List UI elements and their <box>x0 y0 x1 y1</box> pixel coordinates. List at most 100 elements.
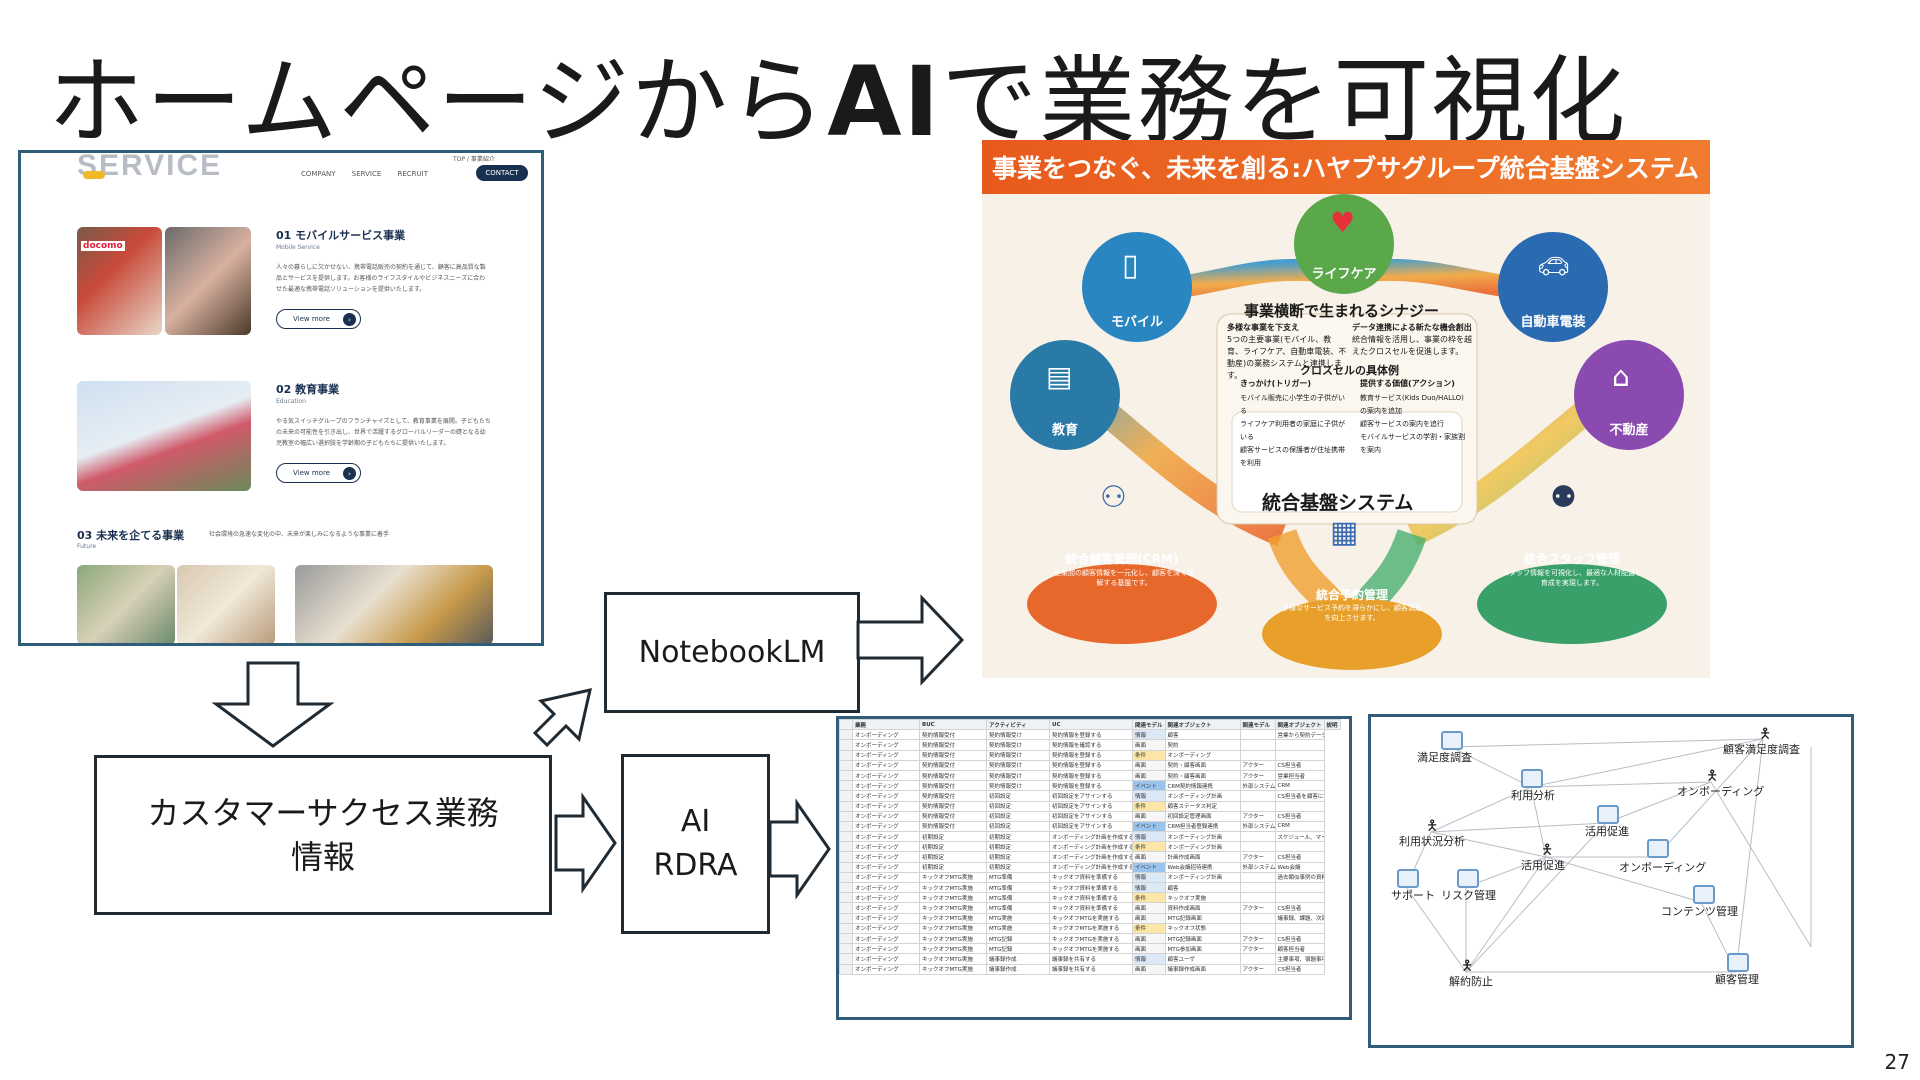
column-header[interactable]: UC <box>1049 719 1133 731</box>
table-cell[interactable]: オンボーディング計画 <box>1164 831 1241 843</box>
nav-recruit[interactable]: RECRUIT <box>397 170 429 178</box>
table-cell[interactable]: 過去類似事例の資料を活用 <box>1274 871 1325 884</box>
table-cell[interactable]: 画面 <box>1132 810 1166 822</box>
table-cell[interactable]: 議事録を共有する <box>1049 953 1133 965</box>
table-cell[interactable]: MTG準備 <box>986 902 1050 914</box>
table-cell[interactable]: 契約情報受け <box>986 729 1050 741</box>
table-cell[interactable]: 顧客担当者 <box>1274 943 1325 955</box>
table-cell[interactable]: 契約情報受付 <box>919 769 987 782</box>
table-cell[interactable]: オンボーディング計画 <box>1164 871 1241 884</box>
table-cell[interactable]: 契約情報受付 <box>919 810 987 822</box>
table-cell[interactable]: アクター <box>1239 759 1276 771</box>
table-cell[interactable]: キックオフMTG実施 <box>919 943 987 955</box>
table-cell[interactable]: 契約情報受付 <box>919 780 987 792</box>
table-cell[interactable]: オンボーディング <box>852 800 920 812</box>
table-cell[interactable]: 初期設定 <box>986 861 1050 873</box>
table-cell[interactable]: オンボーディング計画を作成する <box>1049 841 1133 853</box>
table-cell[interactable]: オンボーディング <box>852 861 920 873</box>
table-cell[interactable]: 契約・顧客画面 <box>1164 759 1241 771</box>
table-cell[interactable]: キックオフ実施 <box>1164 892 1241 904</box>
table-cell[interactable]: CS担当者 <box>1274 902 1325 914</box>
table-cell[interactable]: 情報 <box>1132 871 1166 884</box>
column-header[interactable]: 関連オブジェクト <box>1164 719 1241 731</box>
table-cell[interactable]: 条件 <box>1132 800 1166 812</box>
table-cell[interactable]: 初期設定 <box>919 851 987 863</box>
table-cell[interactable] <box>1274 800 1325 812</box>
column-header[interactable]: 業務 <box>852 719 920 731</box>
table-cell[interactable]: 外部システム <box>1239 861 1276 873</box>
table-cell[interactable]: 画面 <box>1132 902 1166 914</box>
table-cell[interactable]: イベント <box>1132 861 1166 873</box>
table-cell[interactable]: CRM契約情報連携 <box>1164 780 1241 792</box>
table-cell[interactable]: MTG記録 <box>986 943 1050 955</box>
table-cell[interactable]: 条件 <box>1132 922 1166 934</box>
table-cell[interactable]: 初期設定 <box>919 841 987 853</box>
table-cell[interactable]: 初回設定 <box>986 820 1050 833</box>
table-cell[interactable]: オンボーディング <box>852 831 920 843</box>
table-cell[interactable]: 画面 <box>1132 739 1166 751</box>
table-cell[interactable]: 初期設定 <box>919 861 987 873</box>
table-cell[interactable]: 初回設定管理画面 <box>1164 810 1241 822</box>
table-cell[interactable]: 営業から契約データを受け取 <box>1274 729 1325 741</box>
table-cell[interactable]: 契約情報を登録する <box>1049 780 1133 792</box>
table-cell[interactable]: 初回設定 <box>986 790 1050 802</box>
table-cell[interactable]: 顧客 <box>1164 881 1241 894</box>
table-cell[interactable]: 議事録、課題、次回予定 <box>1274 912 1325 924</box>
table-cell[interactable]: キックオフMTGを実施する <box>1049 932 1133 945</box>
column-header[interactable]: BUC <box>919 719 987 731</box>
table-cell[interactable] <box>1274 841 1325 853</box>
table-cell[interactable]: アクター <box>1239 932 1276 945</box>
table-cell[interactable] <box>1274 922 1325 934</box>
table-cell[interactable]: MTG記録画面 <box>1164 932 1241 945</box>
table-cell[interactable]: Web会議 <box>1274 861 1325 873</box>
table-cell[interactable] <box>1239 881 1276 894</box>
table-cell[interactable]: 条件 <box>1132 892 1166 904</box>
nav-company[interactable]: COMPANY <box>301 170 336 178</box>
table-cell[interactable] <box>1239 831 1276 843</box>
table-cell[interactable]: 契約情報を確認する <box>1049 739 1133 751</box>
table-cell[interactable]: オンボーディング <box>852 953 920 965</box>
table-cell[interactable]: キックオフMTG実施 <box>919 963 987 975</box>
table-cell[interactable]: キックオフ資料を準備する <box>1049 892 1133 904</box>
table-cell[interactable]: オンボーディング <box>852 922 920 934</box>
table-cell[interactable] <box>1239 922 1276 934</box>
table-cell[interactable]: オンボーディング <box>852 780 920 792</box>
table-cell[interactable]: CS担当者 <box>1274 932 1325 945</box>
table-cell[interactable]: 情報 <box>1132 831 1166 843</box>
table-cell[interactable]: キックオフ状態 <box>1164 922 1241 934</box>
nav-service[interactable]: SERVICE <box>351 170 382 178</box>
table-cell[interactable]: 主要事項、宿題事項 <box>1274 953 1325 965</box>
table-cell[interactable] <box>1239 953 1276 965</box>
table-cell[interactable]: オンボーディング計画を作成する <box>1049 831 1133 843</box>
table-cell[interactable]: 情報 <box>1132 729 1166 741</box>
table-cell[interactable]: 条件 <box>1132 841 1166 853</box>
table-cell[interactable]: キックオフMTGを実施する <box>1049 922 1133 934</box>
table-cell[interactable]: 情報 <box>1132 881 1166 894</box>
table-cell[interactable] <box>1274 739 1325 751</box>
table-cell[interactable]: 契約情報を登録する <box>1049 729 1133 741</box>
table-cell[interactable]: キックオフMTG実施 <box>919 922 987 934</box>
table-cell[interactable]: CS担当者 <box>1274 963 1325 975</box>
table-cell[interactable]: 画面 <box>1132 932 1166 945</box>
table-cell[interactable]: オンボーディング計画 <box>1164 841 1241 853</box>
service2-view-more[interactable]: View more› <box>276 463 361 483</box>
table-cell[interactable]: オンボーディング <box>852 759 920 771</box>
table-cell[interactable]: 顧客ユーザ <box>1164 953 1241 965</box>
table-cell[interactable]: オンボーディング <box>1164 749 1241 761</box>
table-cell[interactable]: CRM <box>1274 780 1325 792</box>
table-cell[interactable]: 契約情報受け <box>986 759 1050 771</box>
table-cell[interactable]: 画面 <box>1132 759 1166 771</box>
table-cell[interactable]: イベント <box>1132 780 1166 792</box>
table-cell[interactable]: 顧客ステータス判定 <box>1164 800 1241 812</box>
table-cell[interactable]: 初回設定 <box>986 800 1050 812</box>
table-cell[interactable]: 契約情報受け <box>986 749 1050 761</box>
table-cell[interactable]: キックオフ資料を準備する <box>1049 871 1133 884</box>
table-cell[interactable]: オンボーディング <box>852 943 920 955</box>
table-cell[interactable]: 初期設定 <box>986 831 1050 843</box>
table-cell[interactable]: キックオフ資料を準備する <box>1049 881 1133 894</box>
table-cell[interactable]: 契約情報受付 <box>919 790 987 802</box>
table-cell[interactable]: 契約情報受付 <box>919 729 987 741</box>
table-cell[interactable]: 画面 <box>1132 912 1166 924</box>
table-cell[interactable]: 契約情報受け <box>986 739 1050 751</box>
table-cell[interactable]: 契約情報受け <box>986 780 1050 792</box>
